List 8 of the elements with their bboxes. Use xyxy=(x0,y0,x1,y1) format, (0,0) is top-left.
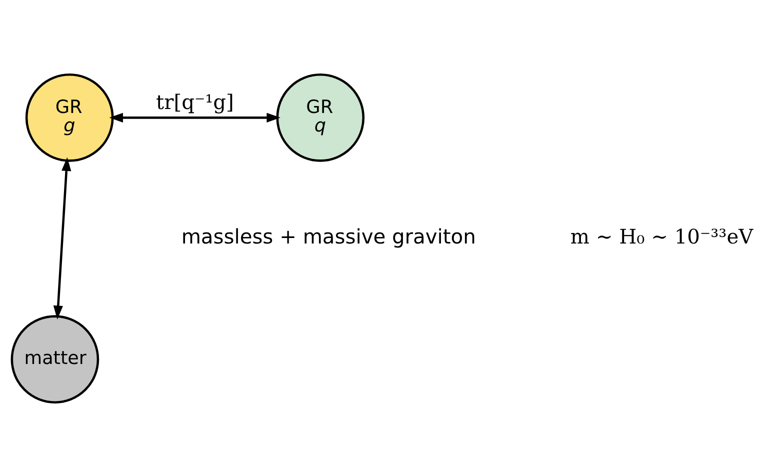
node-circle: GR q xyxy=(276,73,365,162)
arrow xyxy=(53,156,72,319)
node-circle: matter xyxy=(10,314,100,403)
label: m ∼ H₀ ∼ 10⁻³³eV xyxy=(570,224,754,248)
label: massless + massive graviton xyxy=(181,224,476,248)
arrow xyxy=(109,112,280,122)
edge-label: tr[q⁻¹g] xyxy=(156,90,234,114)
node-circle: GR g xyxy=(25,73,114,162)
